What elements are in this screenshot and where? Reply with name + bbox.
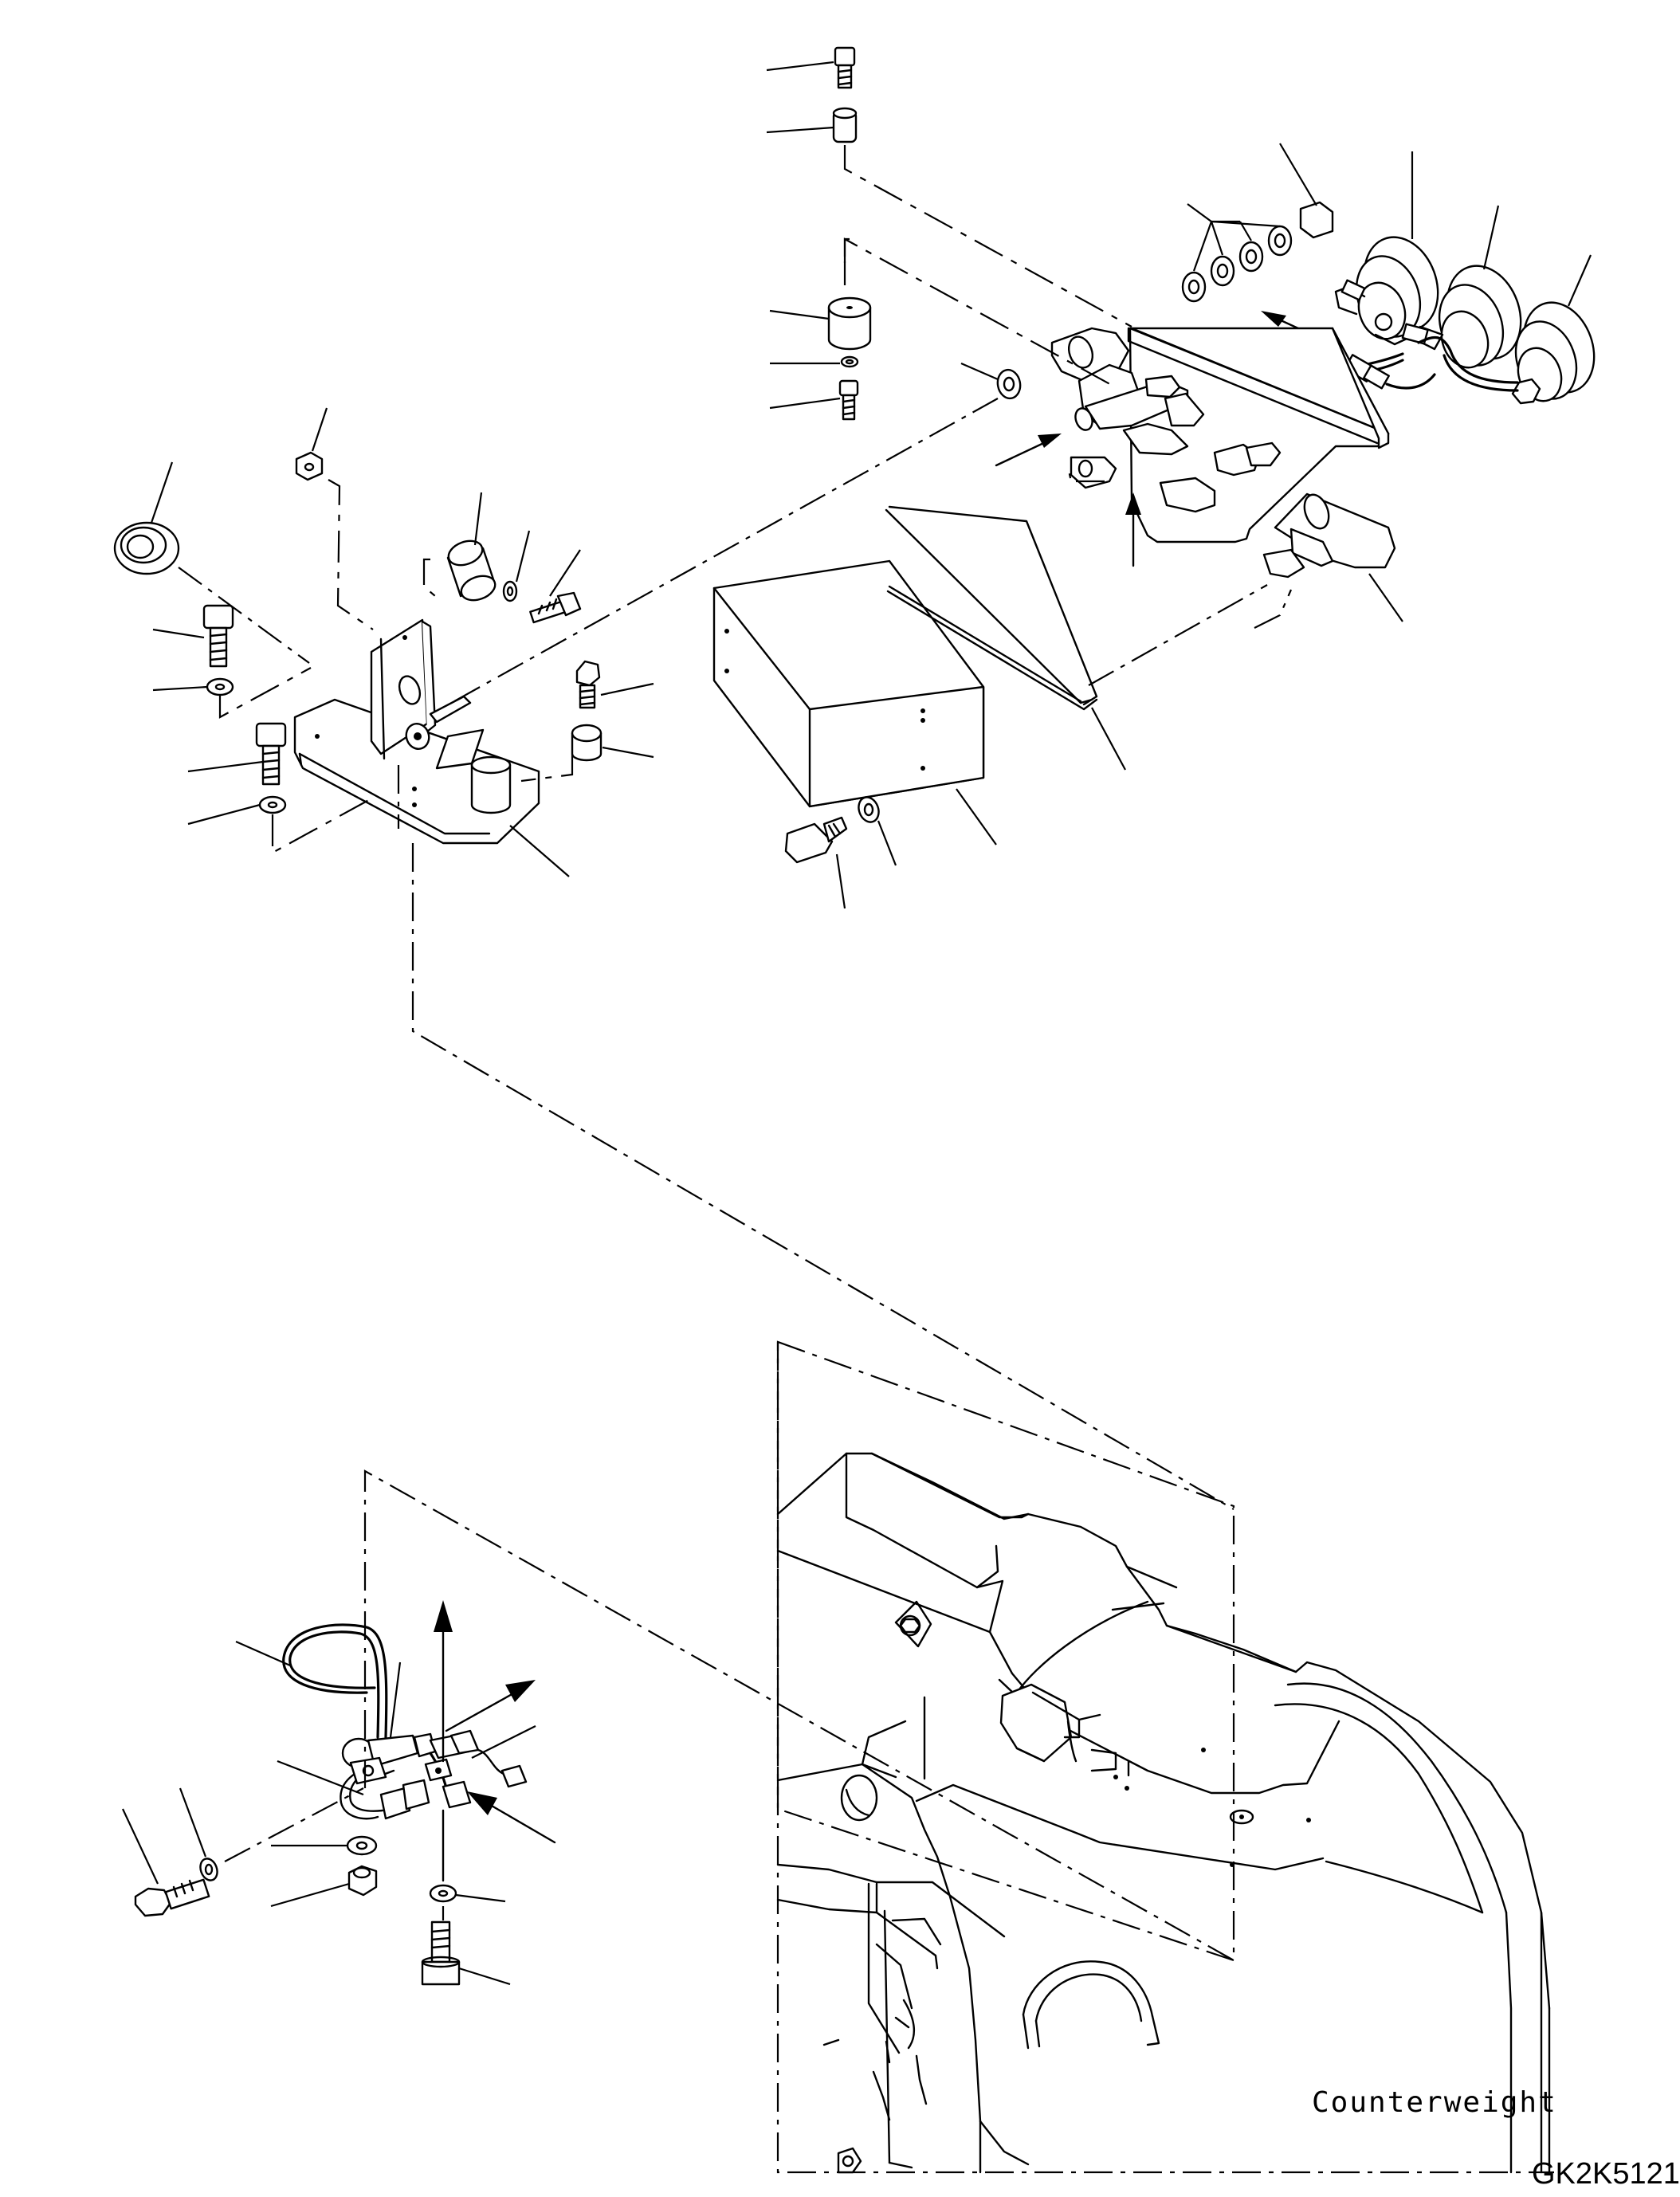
counterweight-label: Counterweight <box>1312 2086 1557 2119</box>
leader-gauge-2 <box>1482 205 1500 270</box>
lower-washer-right <box>429 1884 506 1903</box>
screw-small <box>838 379 859 421</box>
leader-gauge-3 <box>1567 254 1592 307</box>
counterweight-dashed-outline <box>776 1340 1235 1962</box>
mount-bolt <box>529 549 582 624</box>
gauge-2 <box>1374 265 1522 369</box>
counterweight-body <box>776 1452 1551 2174</box>
arrow-bracket-up <box>1125 492 1141 567</box>
gauge-wire-connector <box>1343 352 1436 390</box>
mount-left-bolt-lower <box>187 722 287 786</box>
leader-washers <box>1187 203 1240 223</box>
mount-bracket <box>293 618 570 877</box>
mount-spacer <box>446 492 497 602</box>
cover-box <box>712 559 997 845</box>
arrow-harness-upright <box>445 1680 536 1732</box>
gasket <box>885 505 1126 771</box>
gauge-3 <box>1417 301 1596 405</box>
lower-bolt-horizontal <box>122 1808 210 1917</box>
lock-washer-small <box>840 355 859 368</box>
counterweight-frame <box>776 1340 1554 2174</box>
leader-bracket <box>1368 573 1403 622</box>
arrow-bracket-left <box>995 434 1062 467</box>
mount-washer <box>502 530 531 602</box>
washer-nut-stack <box>1181 143 1334 303</box>
arrow-harness-downright <box>467 1791 556 1844</box>
rubber-mount <box>827 296 872 351</box>
lower-nut-center <box>270 1865 378 1908</box>
assembly-line-top-bolt <box>843 145 1132 328</box>
leader-cushion <box>766 126 834 134</box>
counterweight-dashed-left <box>776 1342 1554 2174</box>
mount-cushion <box>520 724 654 783</box>
lower-bolt-vertical <box>421 1920 511 1986</box>
gauge-bracket <box>995 327 1403 622</box>
assembly-line-bracket-to-mount <box>453 398 999 702</box>
mount-left-washer-upper <box>152 667 312 719</box>
assembly-line-mount-to-counterweight <box>411 843 1234 1510</box>
gauge-cluster <box>1261 151 1596 405</box>
assembly-line-harness-to-counterweight <box>363 1469 1234 1961</box>
assembly-line-mid <box>843 237 1117 388</box>
cover-bolt <box>784 816 848 909</box>
assembly-line-gasket-bracket <box>1088 584 1268 686</box>
leader-cap-screw <box>766 61 834 72</box>
wiring-harness <box>235 1600 556 1882</box>
cover-washer <box>858 796 897 866</box>
mount-left-bolt-upper <box>152 604 234 668</box>
figure-code: GK2K5121 <box>1532 2157 1680 2191</box>
top-bolt-stack <box>766 46 1132 328</box>
gauge-1 <box>1334 236 1439 340</box>
arrow-harness-up <box>434 1600 453 1763</box>
mount-nut <box>295 407 374 630</box>
flat-washer-bracket <box>960 362 1022 400</box>
lower-washer-center <box>271 1835 378 1856</box>
rubber-cushion-top <box>832 107 858 143</box>
assembly-line-short <box>1066 466 1105 483</box>
mount-cap-screw <box>575 660 654 709</box>
mount-left-washer-lower <box>187 795 375 854</box>
grommet <box>113 461 310 664</box>
lower-washer-horizontal <box>179 1787 364 1881</box>
cap-screw-top <box>834 46 856 89</box>
cushion-washer-screw-stack <box>769 261 872 421</box>
assembly-line-bracket-bottom <box>1254 589 1293 629</box>
assembly-line-spacer <box>422 558 436 597</box>
leader-nut <box>1279 143 1317 206</box>
